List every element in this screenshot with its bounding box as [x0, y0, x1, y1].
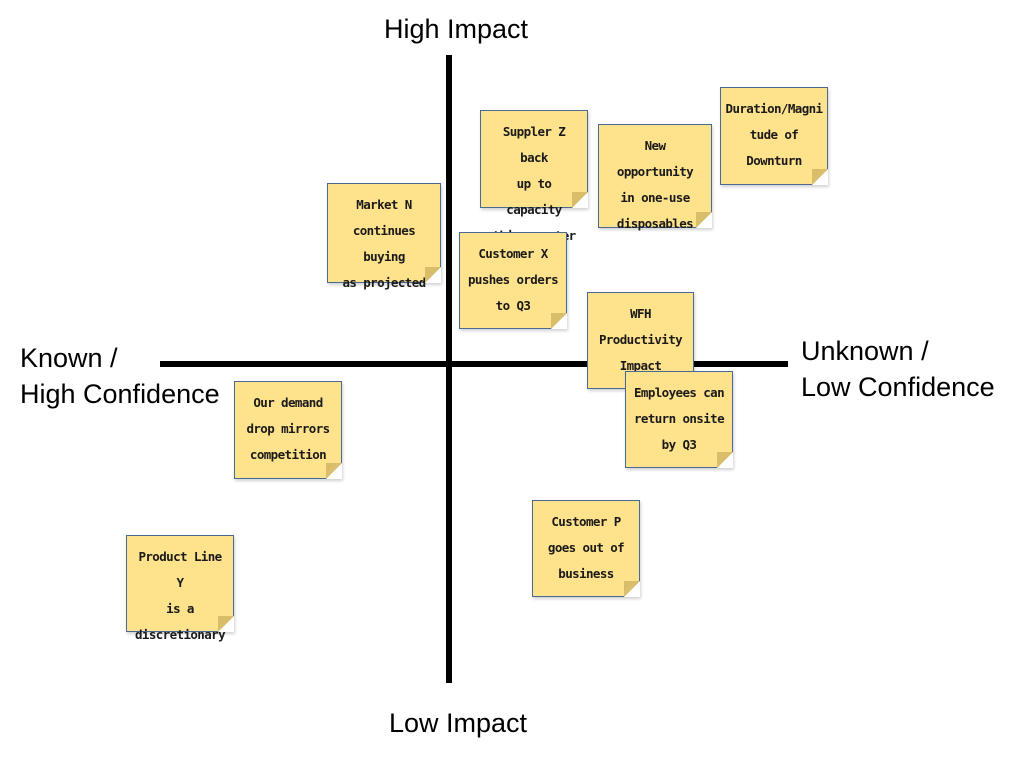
- page-fold-icon: [572, 192, 588, 208]
- sticky-note-line: is a: [166, 601, 194, 616]
- sticky-note-text: Our demand drop mirrors competition: [246, 390, 330, 468]
- sticky-note-line: tude of: [749, 127, 799, 142]
- page-fold-icon: [624, 581, 640, 597]
- sticky-note-line: Suppler Z back: [502, 124, 566, 165]
- sticky-note-line: Customer X: [478, 246, 548, 261]
- axis-label-unknown-line: Unknown /: [801, 336, 929, 366]
- sticky-note-text: WFH Productivity Impact: [598, 301, 683, 379]
- page-fold-icon: [812, 169, 828, 185]
- sticky-note-text: Duration/Magni tude of Downturn: [725, 96, 824, 174]
- sticky-note-line: discretionary: [134, 627, 226, 642]
- sticky-note-line: WFH: [630, 306, 651, 321]
- page-fold-icon: [717, 452, 733, 468]
- sticky-note-text: Customer P goes out of business: [547, 509, 625, 587]
- sticky-note-line: Employees can: [633, 385, 725, 400]
- sticky-note-customer-p[interactable]: Customer P goes out of business: [532, 500, 640, 597]
- page-fold-icon: [551, 313, 567, 329]
- sticky-note-line: to Q3: [495, 298, 531, 313]
- sticky-note-line: New opportunity: [616, 138, 694, 179]
- sticky-note-line: goes out of: [547, 540, 625, 555]
- sticky-note-text: Market N continues buying as projected: [334, 192, 434, 296]
- sticky-note-text: Employees can return onsite by Q3: [633, 380, 725, 458]
- axis-label-high-impact: High Impact: [384, 14, 529, 44]
- sticky-note-market-n[interactable]: Market N continues buying as projected: [327, 183, 441, 290]
- axis-label-unknown: Unknown / Low Confidence: [801, 333, 995, 405]
- axis-label-unknown-line: Low Confidence: [801, 372, 995, 402]
- sticky-note-line: continues buying: [352, 223, 416, 264]
- sticky-note-line: in one-use: [620, 190, 690, 205]
- sticky-note-line: disposables: [616, 216, 694, 231]
- sticky-note-line: Customer P: [551, 514, 621, 529]
- sticky-note-line: Product Line Y: [138, 549, 222, 590]
- page-fold-icon: [425, 267, 441, 283]
- axis-label-known-line: Known /: [20, 343, 118, 373]
- sticky-note-line: Our demand: [253, 395, 323, 410]
- sticky-note-employees[interactable]: Employees can return onsite by Q3: [625, 371, 733, 468]
- sticky-note-text: New opportunity in one-use disposables: [605, 133, 705, 237]
- sticky-note-new-opportunity[interactable]: New opportunity in one-use disposables: [598, 124, 712, 231]
- sticky-note-product-line-y[interactable]: Product Line Y is a discretionary: [126, 535, 234, 642]
- sticky-note-line: up to capacity: [506, 176, 562, 217]
- sticky-note-customer-x[interactable]: Customer X pushes orders to Q3: [459, 232, 567, 329]
- sticky-note-demand-drop[interactable]: Our demand drop mirrors competition: [234, 381, 342, 479]
- sticky-note-line: business: [558, 566, 614, 581]
- sticky-note-text: Product Line Y is a discretionary: [133, 544, 227, 648]
- sticky-note-line: Impact: [619, 358, 662, 373]
- sticky-note-line: drop mirrors: [246, 421, 330, 436]
- sticky-note-line: competition: [249, 447, 327, 462]
- sticky-note-line: Productivity: [598, 332, 683, 347]
- axis-label-known: Known / High Confidence: [20, 340, 220, 412]
- sticky-note-line: Duration/Magni: [725, 101, 824, 116]
- horizontal-axis: [160, 361, 788, 367]
- vertical-axis: [446, 55, 452, 683]
- sticky-note-line: Market N: [356, 197, 412, 212]
- page-fold-icon: [696, 212, 712, 228]
- axis-label-known-line: High Confidence: [20, 379, 220, 409]
- page-fold-icon: [218, 616, 234, 632]
- sticky-note-text: Suppler Z back up to capacity this quart…: [487, 119, 581, 249]
- axis-label-low-impact: Low Impact: [389, 708, 528, 738]
- page-fold-icon: [326, 463, 342, 479]
- sticky-note-line: return onsite: [633, 411, 725, 426]
- sticky-note-line: pushes orders: [467, 272, 559, 287]
- sticky-note-line: Downturn: [746, 153, 802, 168]
- sticky-note-duration[interactable]: Duration/Magni tude of Downturn: [720, 87, 828, 185]
- sticky-note-text: Customer X pushes orders to Q3: [467, 241, 559, 319]
- sticky-note-supplier-z[interactable]: Suppler Z back up to capacity this quart…: [480, 110, 588, 243]
- sticky-note-line: by Q3: [661, 437, 697, 452]
- sticky-note-line: as projected: [342, 275, 426, 290]
